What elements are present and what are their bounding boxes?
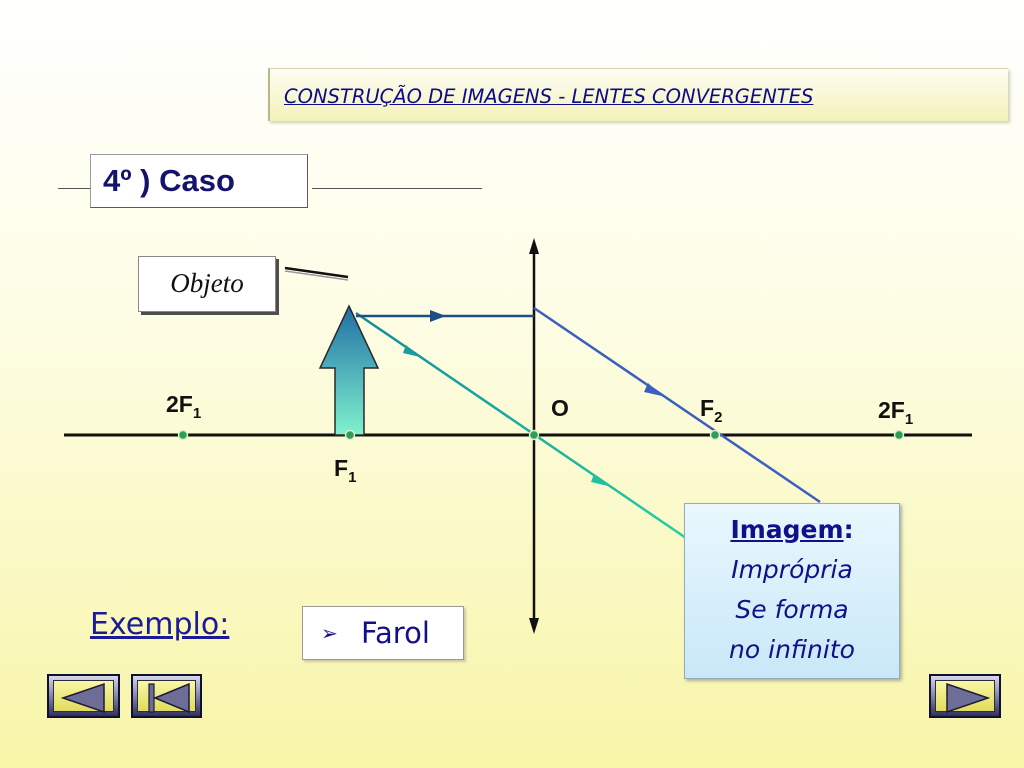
object-label-box: Objeto (138, 256, 276, 312)
label-f1: F1 (334, 455, 356, 486)
point-f1 (344, 429, 356, 441)
ray-center-arrow-2 (591, 474, 608, 486)
object-pointer-shadow (284, 270, 349, 281)
ray-parallel-arrow (430, 310, 446, 322)
lens-top-arrow (529, 238, 539, 254)
object-arrow (318, 304, 380, 436)
case-box: 4º ) Caso (90, 154, 308, 208)
image-description-title: Imagem: (730, 515, 854, 544)
object-pointer-line (284, 266, 349, 279)
point-optical-center (528, 429, 540, 441)
point-2f1-right (893, 429, 905, 441)
next-slide-button[interactable] (929, 674, 1001, 718)
image-description-line-2: Se forma (735, 595, 849, 624)
ray-center-arrow-1 (403, 345, 420, 357)
object-label: Objeto (170, 268, 244, 298)
point-f2 (709, 429, 721, 441)
arrow-bullet-icon: ➢ (321, 621, 338, 645)
label-optical-center: O (551, 395, 569, 421)
example-item-box: ➢ Farol (302, 606, 464, 660)
image-description-box: Imagem: Imprópria Se forma no infinito (684, 503, 900, 679)
slide-title: CONSTRUÇÃO DE IMAGENS - LENTES CONVERGEN… (284, 85, 814, 108)
example-label: Exemplo: (90, 607, 230, 642)
ray-refracted (533, 306, 821, 504)
label-f2: F2 (700, 395, 722, 426)
case-right-line (312, 188, 482, 189)
forward-arrow-icon (946, 682, 991, 714)
back-arrow-icon (60, 682, 105, 714)
example-item-text: Farol (361, 616, 430, 650)
slide-header: CONSTRUÇÃO DE IMAGENS - LENTES CONVERGEN… (268, 68, 1008, 121)
lens-bottom-arrow (529, 618, 539, 634)
case-label: 4º ) Caso (103, 163, 235, 198)
previous-slide-button[interactable] (47, 674, 120, 718)
case-left-line (58, 188, 90, 189)
first-slide-button[interactable] (131, 674, 202, 718)
image-description-line-3: no infinito (729, 635, 855, 664)
ray-refracted-arrow (644, 383, 662, 396)
image-description-line-1: Imprópria (731, 555, 853, 584)
point-2f1-left (177, 429, 189, 441)
label-2f1-right: 2F1 (878, 397, 913, 428)
label-2f1-left: 2F1 (166, 391, 201, 422)
skip-to-start-icon (148, 682, 190, 714)
